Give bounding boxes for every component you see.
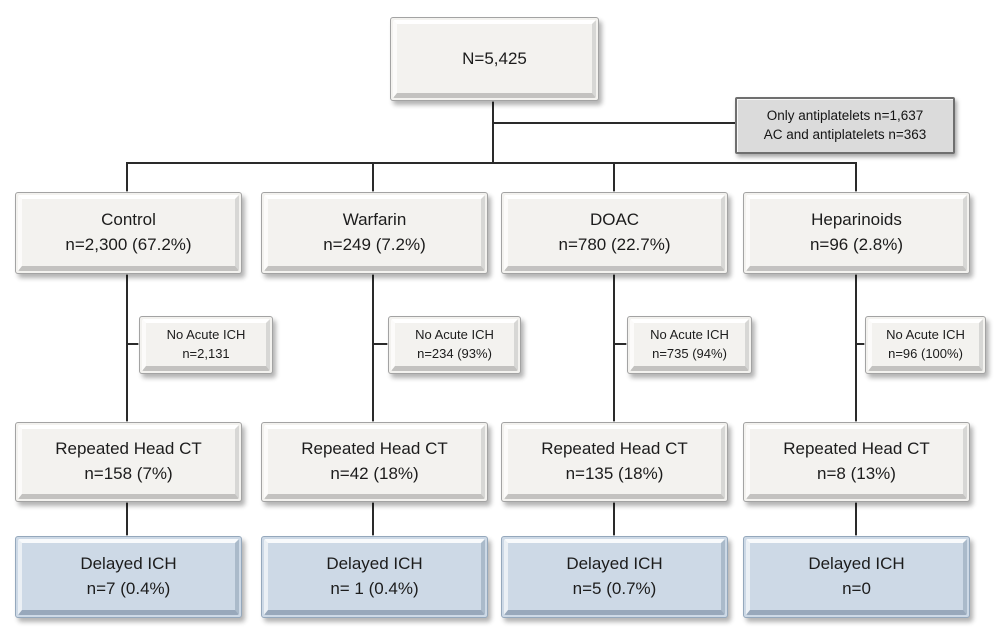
delayed-ich-box-doac: Delayed ICH n=5 (0.7%)	[501, 536, 728, 618]
branch-box-doac: DOAC n=780 (22.7%)	[501, 192, 728, 274]
repeated-ct-count: n=158 (7%)	[84, 464, 173, 483]
delayed-ich-label: Delayed ICH	[808, 554, 905, 574]
connector-ct-to-delayed-warfarin	[372, 499, 374, 538]
branch-name: Warfarin	[342, 210, 407, 230]
branch-box-warfarin: Warfarin n=249 (7.2%)	[261, 192, 488, 274]
connector-branch-to-ct-warfarin	[372, 271, 374, 423]
connector-stub-warfarin	[372, 162, 374, 193]
no-acute-ich-box-doac: No Acute ICH n=735 (94%)	[627, 316, 752, 374]
connector-root-vertical	[492, 99, 494, 164]
branch-box-control: Control n=2,300 (67.2%)	[15, 192, 242, 274]
delayed-ich-count: n= 1 (0.4%)	[330, 579, 419, 598]
connector-to-exclusion-note	[493, 122, 735, 124]
no-acute-ich-label: No Acute ICH	[650, 327, 729, 343]
repeated-ct-count: n=135 (18%)	[565, 464, 664, 483]
branch-name: DOAC	[589, 210, 640, 230]
branch-box-heparinoids: Heparinoids n=96 (2.8%)	[743, 192, 970, 274]
connector-branch-to-ct-doac	[613, 271, 615, 423]
repeated-ct-label: Repeated Head CT	[55, 439, 202, 459]
root-label: N=5,425	[462, 48, 527, 68]
connector-stub-doac	[613, 162, 615, 193]
branch-name: Control	[101, 210, 156, 230]
repeated-ct-box-warfarin: Repeated Head CT n=42 (18%)	[261, 422, 488, 502]
connector-stub-control	[126, 162, 128, 193]
connector-tick-no-ich-doac	[615, 343, 628, 345]
delayed-ich-box-control: Delayed ICH n=7 (0.4%)	[15, 536, 242, 618]
repeated-ct-box-heparinoids: Repeated Head CT n=8 (13%)	[743, 422, 970, 502]
connector-main-horizontal	[126, 162, 857, 164]
exclusion-note-line1: Only antiplatelets n=1,637	[766, 107, 924, 123]
no-acute-ich-label: No Acute ICH	[886, 327, 965, 343]
repeated-ct-box-control: Repeated Head CT n=158 (7%)	[15, 422, 242, 502]
repeated-ct-label: Repeated Head CT	[301, 439, 448, 459]
connector-branch-to-ct-control	[126, 271, 128, 423]
branch-name: Heparinoids	[811, 210, 902, 230]
delayed-ich-count: n=0	[842, 579, 871, 598]
repeated-ct-label: Repeated Head CT	[541, 439, 688, 459]
no-acute-ich-count: n=234 (93%)	[417, 346, 492, 361]
connector-branch-to-ct-heparinoids	[855, 271, 857, 423]
root-box: N=5,425	[390, 17, 599, 101]
no-acute-ich-box-warfarin: No Acute ICH n=234 (93%)	[388, 316, 521, 374]
delayed-ich-box-warfarin: Delayed ICH n= 1 (0.4%)	[261, 536, 488, 618]
delayed-ich-count: n=5 (0.7%)	[572, 579, 657, 598]
connector-tick-no-ich-control	[128, 343, 140, 345]
delayed-ich-label: Delayed ICH	[80, 554, 177, 574]
connector-ct-to-delayed-doac	[613, 499, 615, 538]
branch-count: n=2,300 (67.2%)	[65, 235, 192, 254]
no-acute-ich-label: No Acute ICH	[415, 327, 494, 343]
exclusion-note-line2: AC and antiplatelets n=363	[763, 126, 927, 142]
connector-stub-heparinoids	[855, 162, 857, 193]
branch-count: n=249 (7.2%)	[323, 235, 426, 254]
branch-count: n=780 (22.7%)	[558, 235, 671, 254]
repeated-ct-count: n=42 (18%)	[330, 464, 419, 483]
connector-tick-no-ich-warfarin	[374, 343, 389, 345]
repeated-ct-label: Repeated Head CT	[783, 439, 930, 459]
connector-tick-no-ich-heparinoids	[857, 343, 866, 345]
no-acute-ich-label: No Acute ICH	[166, 327, 246, 343]
connector-ct-to-delayed-heparinoids	[855, 499, 857, 538]
no-acute-ich-box-heparinoids: No Acute ICH n=96 (100%)	[865, 316, 986, 374]
no-acute-ich-count: n=2,131	[182, 346, 230, 361]
branch-count: n=96 (2.8%)	[809, 235, 904, 254]
delayed-ich-label: Delayed ICH	[566, 554, 663, 574]
delayed-ich-box-heparinoids: Delayed ICH n=0	[743, 536, 970, 618]
no-acute-ich-box-control: No Acute ICH n=2,131	[139, 316, 273, 374]
delayed-ich-count: n=7 (0.4%)	[86, 579, 171, 598]
no-acute-ich-count: n=96 (100%)	[888, 346, 963, 361]
repeated-ct-box-doac: Repeated Head CT n=135 (18%)	[501, 422, 728, 502]
connector-ct-to-delayed-control	[126, 499, 128, 538]
no-acute-ich-count: n=735 (94%)	[652, 346, 727, 361]
exclusion-note-box: Only antiplatelets n=1,637 AC and antipl…	[735, 97, 955, 154]
delayed-ich-label: Delayed ICH	[326, 554, 423, 574]
repeated-ct-count: n=8 (13%)	[817, 464, 896, 483]
